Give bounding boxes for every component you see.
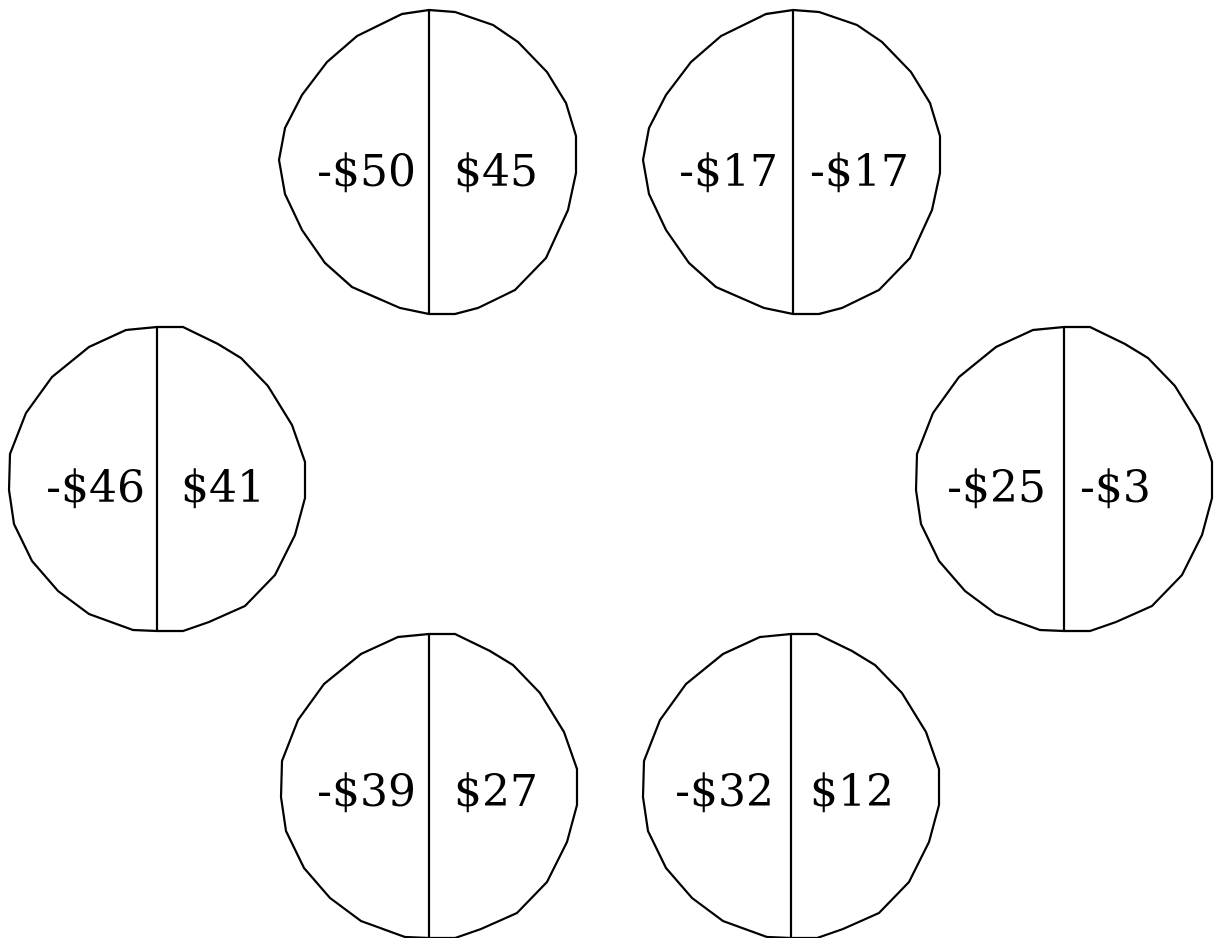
- disc-3-left-value: -$25: [947, 462, 1046, 513]
- disc-2: -$46 $41: [7, 325, 307, 633]
- disc-4: -$39 $27: [279, 632, 579, 938]
- disc-2-outline: [7, 325, 307, 633]
- disc-3: -$25 -$3: [914, 325, 1214, 633]
- disc-4-left-value: -$39: [317, 766, 416, 817]
- disc-1: -$17 -$17: [641, 8, 942, 316]
- disc-4-right-value: $27: [454, 766, 538, 817]
- disc-1-left-value: -$17: [679, 146, 778, 197]
- disc-4-outline: [279, 632, 579, 938]
- disc-5-right-value: $12: [810, 766, 894, 817]
- disc-0-right-value: $45: [454, 146, 538, 197]
- disc-1-outline: [641, 8, 942, 316]
- disc-1-right-value: -$17: [810, 146, 909, 197]
- disc-5: -$32 $12: [641, 632, 941, 938]
- disc-5-left-value: -$32: [675, 766, 774, 817]
- disc-0-outline: [277, 8, 578, 316]
- disc-2-left-value: -$46: [46, 462, 145, 513]
- disc-5-outline: [641, 632, 941, 938]
- disc-0-left-value: -$50: [317, 146, 416, 197]
- disc-3-outline: [914, 325, 1214, 633]
- disc-0: -$50 $45: [277, 8, 578, 316]
- disc-2-right-value: $41: [181, 462, 265, 513]
- disc-3-right-value: -$3: [1080, 462, 1151, 513]
